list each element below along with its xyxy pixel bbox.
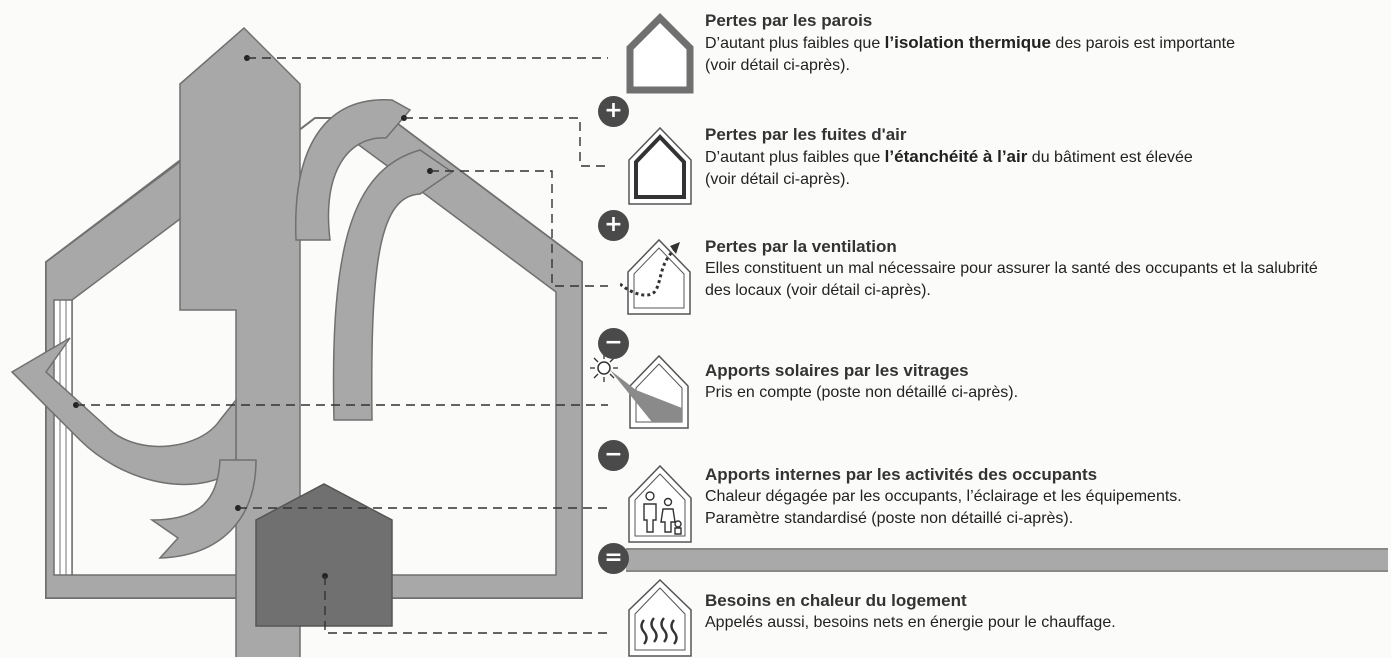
- main-heat-flow: [179, 26, 301, 657]
- item-desc-line2: (voir détail ci-après).: [705, 171, 850, 188]
- heating-needs-block: [255, 483, 393, 627]
- item-internal-gain: Apports internes par les activités des o…: [705, 464, 1385, 530]
- internal-gain-flow: [149, 459, 257, 559]
- item-title: Pertes par la ventilation: [705, 237, 897, 256]
- item-desc: Chaleur dégagée par les occupants, l’écl…: [705, 488, 1182, 505]
- item-desc-line2: des locaux (voir détail ci-après).: [705, 282, 931, 299]
- item-heating-needs: Besoins en chaleur du logement Appelés a…: [705, 590, 1385, 634]
- plus-operator-1: +: [598, 96, 629, 127]
- item-title: Pertes par les parois: [705, 11, 873, 30]
- item-desc: D’autant plus faibles que l’isolation th…: [705, 33, 1236, 52]
- item-desc-line2: (voir détail ci-après).: [705, 57, 850, 74]
- item-walls-loss: Pertes par les parois D’autant plus faib…: [705, 10, 1385, 77]
- item-desc: Appelés aussi, besoins nets en énergie p…: [705, 614, 1116, 631]
- heating-needs-icon: [628, 578, 692, 657]
- total-bar: [626, 548, 1388, 572]
- ventilation-flow: [332, 149, 454, 421]
- item-desc-line2: Paramètre standardisé (poste non détaill…: [705, 510, 1074, 527]
- minus-operator-2: −: [598, 440, 629, 471]
- item-air-leak: Pertes par les fuites d'air D’autant plu…: [705, 124, 1385, 191]
- item-ventilation: Pertes par la ventilation Elles constitu…: [705, 236, 1385, 302]
- solar-gain-flow: [10, 337, 237, 486]
- item-solar-gain: Apports solaires par les vitrages Pris e…: [705, 360, 1385, 404]
- plus-operator-2: +: [598, 210, 629, 241]
- occupants-icon: [628, 464, 692, 543]
- item-desc: Elles constituent un mal nécessaire pour…: [705, 260, 1318, 277]
- item-title: Apports solaires par les vitrages: [705, 361, 969, 380]
- solar-gain-icon: [590, 354, 689, 429]
- air-leak-flow: [295, 99, 412, 241]
- ventilation-icon: [620, 238, 691, 315]
- item-title: Apports internes par les activités des o…: [705, 465, 1098, 484]
- leader-dots: [73, 55, 433, 579]
- item-desc: Pris en compte (poste non détaillé ci-ap…: [705, 384, 1019, 401]
- item-title: Pertes par les fuites d'air: [705, 125, 907, 144]
- equals-operator: =: [598, 543, 629, 574]
- item-title: Besoins en chaleur du logement: [705, 591, 967, 610]
- air-leak-icon: [628, 126, 692, 205]
- walls-loss-icon: [626, 13, 694, 94]
- leader-lines: [76, 57, 608, 634]
- minus-operator-1: −: [598, 328, 629, 359]
- item-desc: D’autant plus faibles que l’étanchéité à…: [705, 147, 1193, 166]
